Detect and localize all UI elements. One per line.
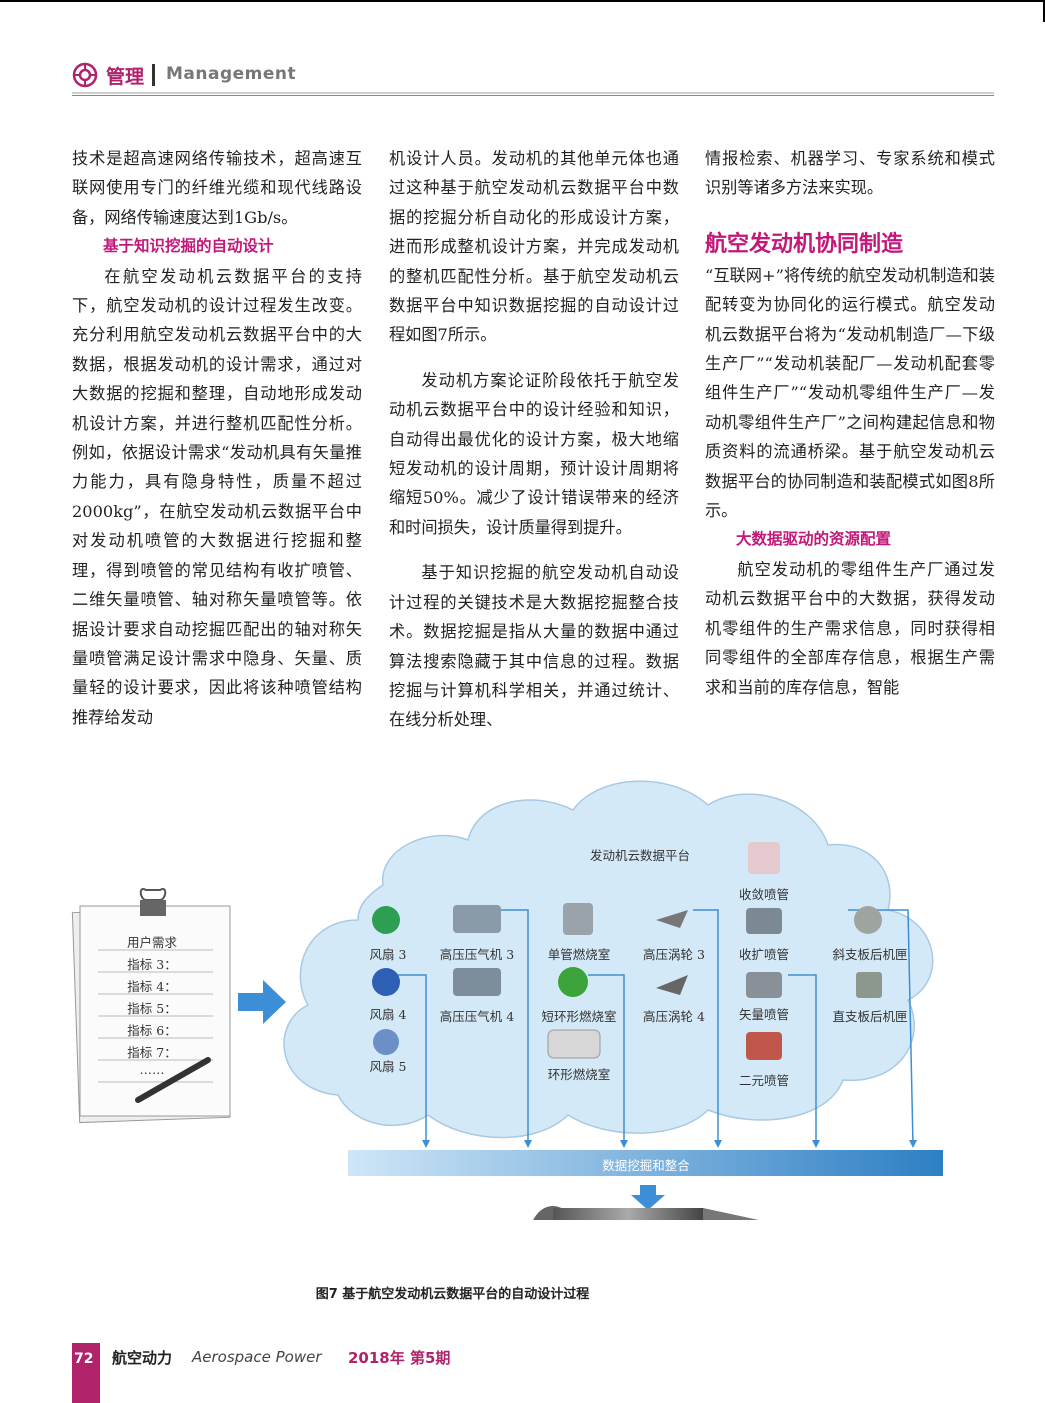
combustor-label: 单管燃烧室 xyxy=(547,947,611,962)
header-rule xyxy=(72,95,994,96)
combustor-label: 短环形燃烧室 xyxy=(541,1009,617,1024)
page-number-box xyxy=(72,1343,100,1403)
page-header: 管理 Management xyxy=(72,60,994,96)
fan-label: 风扇 5 xyxy=(369,1059,407,1074)
header-rule-shadow xyxy=(72,92,994,94)
page-footer: 72 航空动力 Aerospace Power 2018年 第5期 xyxy=(72,1343,572,1403)
paragraph: 技术是超高速网络传输技术，超高速互联网使用专门的纤维光缆和现代线路设备，网络传输… xyxy=(72,149,362,227)
page-number: 72 xyxy=(74,1351,94,1367)
cloud-title: 发动机云数据平台 xyxy=(590,848,691,863)
paragraph: 情报检索、机器学习、专家系统和模式识别等诸多方法来实现。 xyxy=(705,149,995,198)
figure-7: 发动机云数据平台 用户需求 指标 3： 指标 4： 指标 5： 指标 6： 指标… xyxy=(68,760,998,1220)
paragraph: 基于知识挖掘的航空发动机自动设计过程的关键技术是大数据挖掘整合技术。数据挖掘是指… xyxy=(389,563,679,730)
journal-issue: 2018年 第5期 xyxy=(348,1349,451,1367)
top-corner-rule xyxy=(1043,0,1045,22)
flow-arrows xyxy=(390,909,914,1146)
component-icons xyxy=(372,842,882,1060)
journal-name-cn: 航空动力 xyxy=(112,1349,173,1367)
paragraph: 航空发动机的零组件生产厂通过发动机云数据平台中的大数据，获得发动机零组件的生产需… xyxy=(705,559,995,697)
casing-label: 斜支板后机匣 xyxy=(832,947,908,962)
nozzle-label: 矢量喷管 xyxy=(738,1007,790,1022)
figure-caption: 图7 基于航空发动机云数据平台的自动设计过程 xyxy=(0,1283,1045,1302)
nozzle-label: 二元喷管 xyxy=(738,1073,790,1088)
down-arrow-icon xyxy=(631,1185,665,1210)
text-column-1: 技术是超高速网络传输技术，超高速互联网使用专门的纤维光缆和现代线路设备，网络传输… xyxy=(72,144,362,732)
paragraph: 在航空发动机云数据平台的支持下，航空发动机的设计过程发生改变。充分利用航空发动机… xyxy=(72,266,362,727)
note-paper xyxy=(71,888,231,1124)
hpc-label: 高压压气机 4 xyxy=(439,1009,515,1024)
journal-name-en: Aerospace Power xyxy=(192,1348,322,1366)
nozzle-label: 收敛喷管 xyxy=(738,887,790,902)
data-mining-bar-label: 数据挖掘和整合 xyxy=(602,1158,690,1173)
figure-caption-text: 图7 基于航空发动机云数据平台的自动设计过程 xyxy=(315,1287,590,1302)
engine-icon xyxy=(533,1206,759,1220)
header-separator xyxy=(152,64,155,86)
note-item: 指标 3： xyxy=(127,957,177,972)
paragraph: “互联网+”将传统的航空发动机制造和装配转变为协同化的运行模式。航空发动机云数据… xyxy=(705,265,995,521)
subheading: 大数据驱动的资源配置 xyxy=(736,530,892,549)
section-heading: 航空发动机协同制造 xyxy=(705,231,904,257)
top-rule xyxy=(0,0,1045,2)
text-column-2: 机设计人员。发动机的其他单元体也通过这种基于航空发动机云数据平台中数据的挖掘分析… xyxy=(389,144,679,735)
text-column-3: 情报检索、机器学习、专家系统和模式识别等诸多方法来实现。 航空发动机协同制造 “… xyxy=(705,144,995,702)
section-title-cn: 管理 xyxy=(106,66,145,88)
note-item: …… xyxy=(139,1062,165,1077)
paragraph: 发动机方案论证阶段依托于航空发动机云数据平台中的设计经验和知识，自动得出最优化的… xyxy=(389,370,679,537)
combustor-label: 环形燃烧室 xyxy=(547,1067,611,1082)
figure-graphics xyxy=(71,780,943,1220)
hpt-label: 高压涡轮 4 xyxy=(643,1009,705,1024)
right-arrow-icon xyxy=(238,980,286,1024)
note-item: 指标 5： xyxy=(127,1001,177,1016)
section-title-en: Management xyxy=(166,64,297,84)
fan-label: 风扇 4 xyxy=(369,1007,407,1022)
hpc-label: 高压压气机 3 xyxy=(439,947,515,962)
hpt-label: 高压涡轮 3 xyxy=(643,947,705,962)
note-item: 指标 7： xyxy=(127,1045,177,1060)
fan-label: 风扇 3 xyxy=(369,947,407,962)
casing-label: 直支板后机匣 xyxy=(832,1009,908,1024)
subheading: 基于知识挖掘的自动设计 xyxy=(103,237,274,256)
paragraph: 机设计人员。发动机的其他单元体也通过这种基于航空发动机云数据平台中数据的挖掘分析… xyxy=(389,149,679,345)
data-mining-bar xyxy=(348,1150,943,1176)
note-item: 指标 4： xyxy=(127,979,177,994)
note-title: 用户需求 xyxy=(126,935,178,950)
nozzle-label: 收扩喷管 xyxy=(738,947,790,962)
note-item: 指标 6： xyxy=(127,1023,177,1038)
section-logo-icon xyxy=(72,62,98,88)
